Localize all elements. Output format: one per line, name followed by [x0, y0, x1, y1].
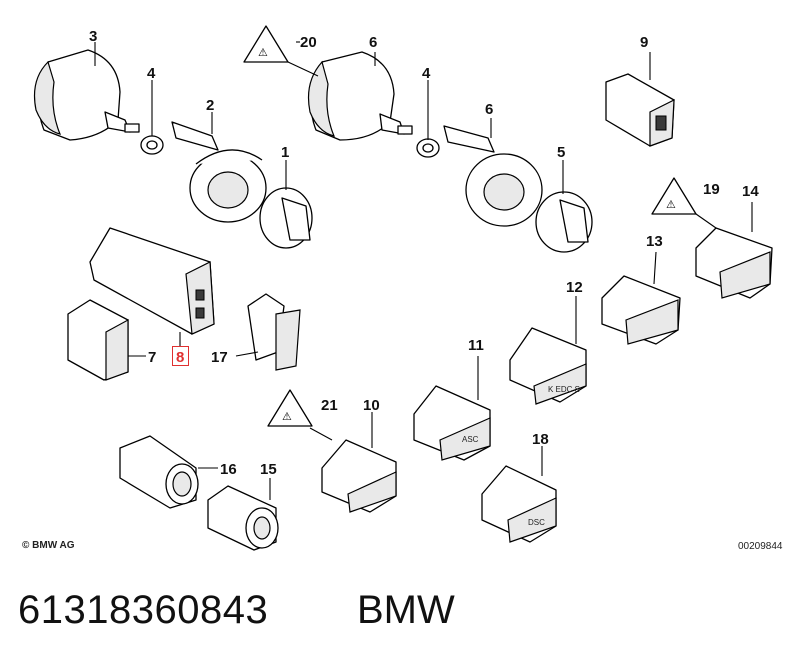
label-dsc: DSC: [528, 518, 545, 527]
warning-triangle-21: ⚠: [243, 25, 289, 63]
callout-17: 16: [220, 461, 237, 478]
callout-8: 7: [148, 349, 156, 366]
leader-lines: [94, 41, 753, 500]
callout-19: 18: [532, 431, 549, 448]
part-4-nut-center: [416, 138, 440, 158]
part-1-knob: [259, 187, 313, 249]
label-edc: K EDC S: [548, 385, 580, 394]
callout-2: 2: [206, 97, 214, 114]
callout-6: 6: [485, 101, 493, 118]
part-18-clip: [247, 293, 301, 371]
part-19-switch-dsc: DSC: [481, 465, 557, 543]
callout-16: 15: [260, 461, 277, 478]
warning-triangle-20: ⚠: [651, 177, 697, 215]
brand-name: BMW: [357, 588, 455, 632]
part-15-switch: [695, 227, 773, 299]
part-8-switch: [67, 299, 129, 381]
callout-3: 3: [89, 28, 97, 45]
callout-11: 10: [363, 397, 380, 414]
part-16-lighter: [207, 485, 279, 551]
part-5-knob: [535, 191, 593, 253]
svg-text:⚠: ⚠: [666, 198, 676, 211]
callout-labels: 3 4 2 1 20 6 4 6 5 9 19 14 13 12 11 18 2…: [89, 28, 759, 478]
part-2-switch-ring: [171, 121, 267, 223]
part-10-switch: [605, 73, 675, 147]
warning-triangle-22: ⚠: [267, 389, 313, 427]
part-4-nut-left: [140, 135, 164, 155]
copyright-label: © BMW AG: [22, 540, 75, 551]
drawing-number: 00209844: [738, 541, 783, 552]
callout-9-highlight-box: [172, 346, 189, 366]
svg-text:⚠: ⚠: [258, 46, 268, 59]
callout-15: 14: [742, 183, 759, 200]
part-11-switch: [321, 439, 397, 513]
svg-text:⚠: ⚠: [282, 410, 292, 423]
part-9-switch-body: [89, 227, 215, 335]
part-14-switch: [601, 275, 681, 345]
callout-1: 1: [281, 144, 289, 161]
part-13-switch-edc: K EDC S: [509, 327, 587, 405]
part-17-socket: [119, 435, 199, 509]
callout-13: 12: [566, 279, 583, 296]
callout-14: 13: [646, 233, 663, 250]
callout-4-center: 4: [422, 65, 431, 82]
callout-21: 20: [300, 34, 317, 51]
callout-9: 8: [176, 349, 184, 366]
callout-22: 21: [321, 397, 338, 414]
part-7-lock-cylinder: [307, 51, 413, 141]
part-12-switch-asc: ASC: [413, 385, 491, 461]
part-number: 61318360843: [18, 588, 269, 632]
part-3-lock-cylinder: [33, 49, 140, 141]
callout-10: 9: [640, 34, 648, 51]
callout-7: 6: [369, 34, 377, 51]
callout-18: 17: [211, 349, 228, 366]
callout-12: 11: [468, 337, 484, 354]
part-6-switch-ring: [443, 125, 543, 227]
callout-4-left: 4: [147, 65, 156, 82]
callout-5: 5: [557, 144, 565, 161]
label-asc: ASC: [462, 435, 479, 444]
callout-20: 19: [703, 181, 720, 198]
